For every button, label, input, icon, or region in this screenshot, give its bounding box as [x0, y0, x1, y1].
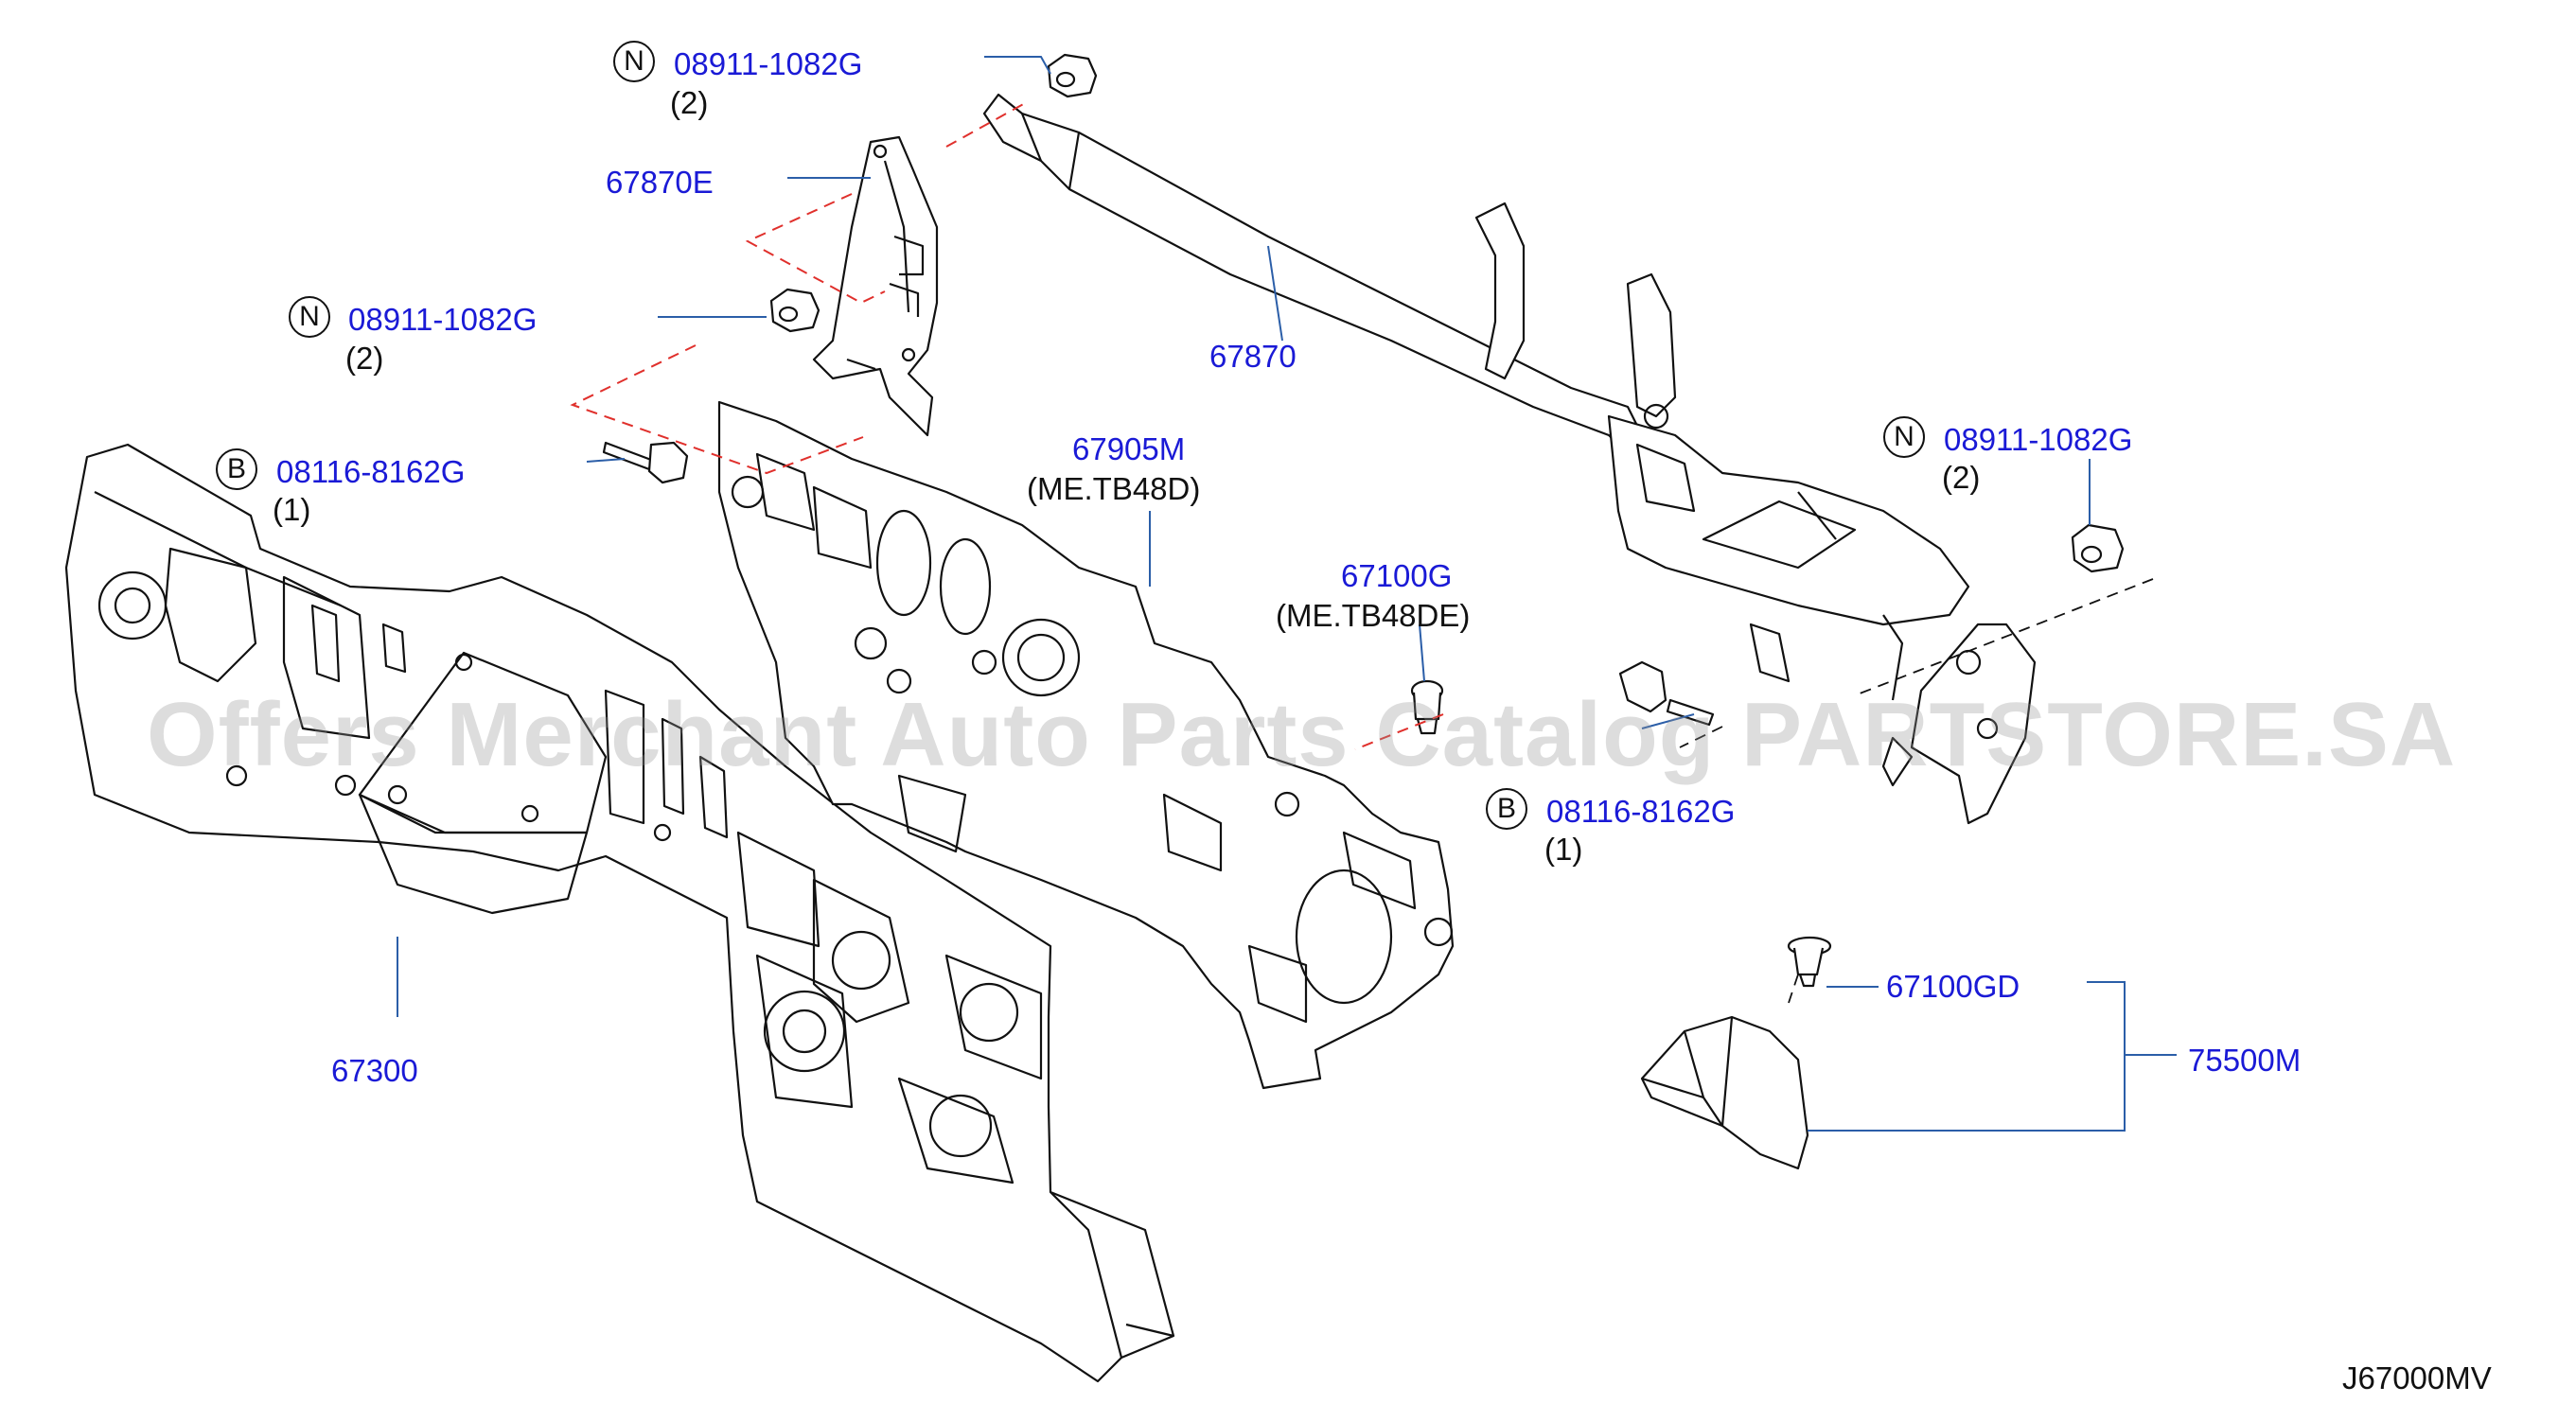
clip-67100G[interactable] [1410, 679, 1444, 735]
part-number-label[interactable]: 67100G [1341, 558, 1453, 593]
bracket-67870E[interactable] [812, 135, 939, 437]
part-number-label[interactable]: 75500M [2188, 1043, 2302, 1078]
dash-panel-67300[interactable] [64, 443, 1175, 1383]
part-number-label[interactable]: 08911-1082G [674, 46, 863, 81]
part-number-label[interactable]: 67870 [1209, 339, 1297, 374]
variant-label: (ME.TB48D) [1027, 471, 1201, 506]
part-number-label[interactable]: 08116-8162G [276, 454, 466, 489]
part-number-label[interactable]: 67870E [606, 165, 714, 200]
diagram-code: J67000MV [2342, 1360, 2492, 1395]
callout-symbol-n: N [1883, 416, 1925, 458]
nut-right[interactable] [2071, 523, 2125, 573]
quantity-label: (2) [345, 341, 384, 376]
part-number-label[interactable]: 67100GD [1886, 969, 2020, 1004]
callout-symbol-b: B [1486, 788, 1527, 830]
part-number-label[interactable]: 67300 [331, 1053, 418, 1088]
part-number-label[interactable]: 08911-1082G [1944, 422, 2133, 457]
nut-left[interactable] [769, 288, 820, 333]
quantity-label: (1) [273, 492, 311, 527]
quantity-label: (2) [1942, 460, 1981, 495]
watermark: Offers Merchant Auto Parts Catalog PARTS… [147, 684, 2457, 785]
callout-symbol-n: N [289, 296, 330, 338]
cover-75500M[interactable] [1640, 1015, 1809, 1170]
callout-symbol-n: N [613, 41, 655, 82]
variant-label: (ME.TB48DE) [1276, 598, 1471, 633]
bolt-right[interactable] [1618, 660, 1715, 727]
callout-symbol-b: B [216, 448, 257, 490]
bolt-left[interactable] [602, 441, 689, 484]
steering-member-67870[interactable] [982, 93, 2037, 825]
quantity-label: (2) [670, 85, 709, 120]
insulator-67905M[interactable] [717, 400, 1455, 1090]
quantity-label: (1) [1544, 832, 1583, 867]
part-number-label[interactable]: 67905M [1072, 431, 1186, 466]
part-number-label[interactable]: 08116-8162G [1546, 794, 1736, 829]
clip-67100GD[interactable] [1787, 936, 1832, 988]
nut-top[interactable] [1047, 53, 1098, 98]
part-number-label[interactable]: 08911-1082G [348, 302, 538, 337]
